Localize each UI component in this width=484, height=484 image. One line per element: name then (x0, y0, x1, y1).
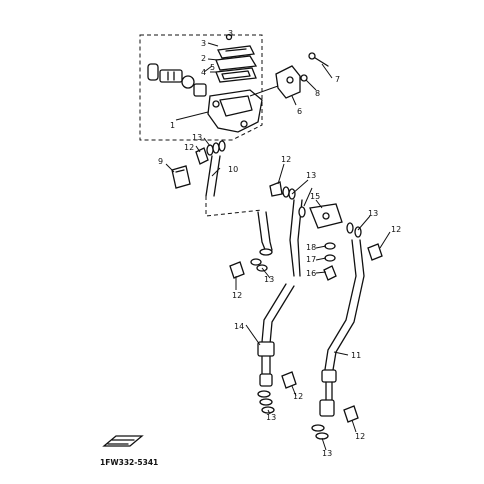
callout-12-top: 12 (184, 143, 194, 152)
washer-18 (324, 242, 336, 250)
diaphragm-plate (215, 55, 258, 71)
hose-routing-line (205, 196, 263, 217)
brake-hose-11 (319, 239, 365, 417)
callout-15: 15 (310, 192, 320, 201)
three-way-joint-15 (309, 203, 343, 229)
callout-12-bottom-left: 12 (293, 392, 303, 401)
master-cylinder-group-boundary (139, 34, 263, 141)
washers-13-bottom-left (257, 390, 275, 414)
washers-13-left-lower (250, 258, 268, 272)
callout-8: 8 (315, 89, 320, 98)
diaphragm (215, 67, 257, 83)
boot-9 (171, 165, 191, 189)
bolt-16 (323, 265, 337, 281)
master-cylinder-body (207, 89, 263, 133)
callout-2: 2 (201, 54, 206, 63)
callout-12-bottom-right: 12 (355, 432, 365, 441)
washers-13-top (206, 140, 226, 156)
brake-hose-10 (205, 155, 221, 197)
callout-12-right: 12 (391, 225, 401, 234)
washers-13-mid (282, 186, 296, 200)
banjo-bolt-mid (269, 181, 283, 197)
callout-6: 6 (297, 107, 302, 116)
callout-11: 11 (351, 351, 361, 360)
piston-kit (147, 63, 207, 97)
brake-pipe-left (257, 211, 273, 256)
callout-3-top: 3 (228, 29, 233, 38)
callout-18: 18 (306, 243, 316, 252)
washers-13-bottom-right (311, 424, 329, 440)
cap-screw (225, 33, 233, 41)
callout-17: 17 (306, 255, 316, 264)
callout-13-bottom-right: 13 (322, 449, 332, 458)
leader-lines (165, 42, 391, 451)
callout-14: 14 (234, 322, 244, 331)
drawing-code: 1FW332-5341 (100, 458, 158, 467)
callout-5: 5 (210, 63, 215, 72)
callout-12-left: 12 (232, 291, 242, 300)
callout-1: 1 (170, 121, 175, 130)
callout-4: 4 (201, 68, 206, 77)
callout-13-mid: 13 (306, 171, 316, 180)
callout-9: 9 (158, 157, 163, 166)
manual-reference-icon (102, 435, 144, 447)
callout-3: 3 (201, 39, 206, 48)
callout-10: 10 (228, 165, 238, 174)
banjo-bolt-left-lower (229, 261, 245, 279)
reservoir-cap (217, 45, 255, 59)
callout-13-top: 13 (192, 133, 202, 142)
callout-7: 7 (335, 75, 340, 84)
washers-13-joint (298, 206, 362, 238)
callout-16: 16 (306, 269, 316, 278)
callout-13-right: 13 (368, 209, 378, 218)
callout-13-bottom-left: 13 (266, 413, 276, 422)
banjo-bolt-right (367, 243, 383, 261)
callout-13-left: 13 (264, 275, 274, 284)
banjo-bolt-bottom-left (281, 371, 297, 389)
switch-bracket (275, 65, 301, 99)
brake-hose-14 (257, 283, 295, 387)
banjo-bolt-bottom-right (343, 405, 359, 423)
washer-8 (300, 74, 308, 82)
bolt-7 (308, 52, 329, 67)
banjo-bolt-top (195, 147, 209, 165)
nut-17 (324, 254, 336, 262)
callout-12-mid: 12 (281, 155, 291, 164)
